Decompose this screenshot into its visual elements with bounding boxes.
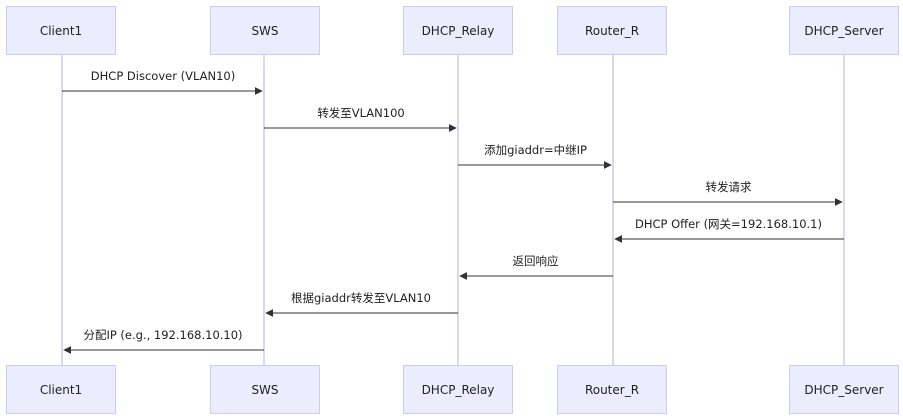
actor-label: DHCP_Relay	[421, 382, 495, 397]
actor-relay-top: DHCP_Relay	[403, 6, 513, 55]
actor-label: Router_R	[584, 23, 640, 38]
actor-label: DHCP_Relay	[421, 23, 495, 38]
actor-label: Router_R	[584, 382, 640, 397]
actor-label: DHCP_Server	[804, 23, 884, 38]
actor-server-top: DHCP_Server	[789, 6, 899, 55]
message-label: 根据giaddr转发至VLAN10	[290, 291, 432, 305]
message-label: 分配IP (e.g., 192.168.10.10)	[83, 328, 243, 342]
actor-router-bottom: Router_R	[557, 365, 667, 414]
actor-label: Client1	[39, 23, 83, 38]
message-label: 转发至VLAN100	[317, 106, 405, 120]
message-label: 添加giaddr=中继IP	[484, 143, 587, 157]
actor-relay-bottom: DHCP_Relay	[403, 365, 513, 414]
message-label: DHCP Offer (网关=192.168.10.1)	[635, 217, 822, 231]
actor-server-bottom: DHCP_Server	[789, 365, 899, 414]
actor-router-top: Router_R	[557, 6, 667, 55]
actor-sws-bottom: SWS	[210, 365, 320, 414]
actor-client1-top: Client1	[6, 6, 116, 55]
message-label: 转发请求	[705, 180, 752, 194]
actor-label: SWS	[251, 382, 279, 397]
actor-label: DHCP_Server	[804, 382, 884, 397]
actor-sws-top: SWS	[210, 6, 320, 55]
message-label: DHCP Discover (VLAN10)	[90, 69, 236, 83]
message-label: 返回响应	[512, 254, 559, 268]
actor-label: Client1	[39, 382, 83, 397]
actor-client1-bottom: Client1	[6, 365, 116, 414]
actor-label: SWS	[251, 23, 279, 38]
